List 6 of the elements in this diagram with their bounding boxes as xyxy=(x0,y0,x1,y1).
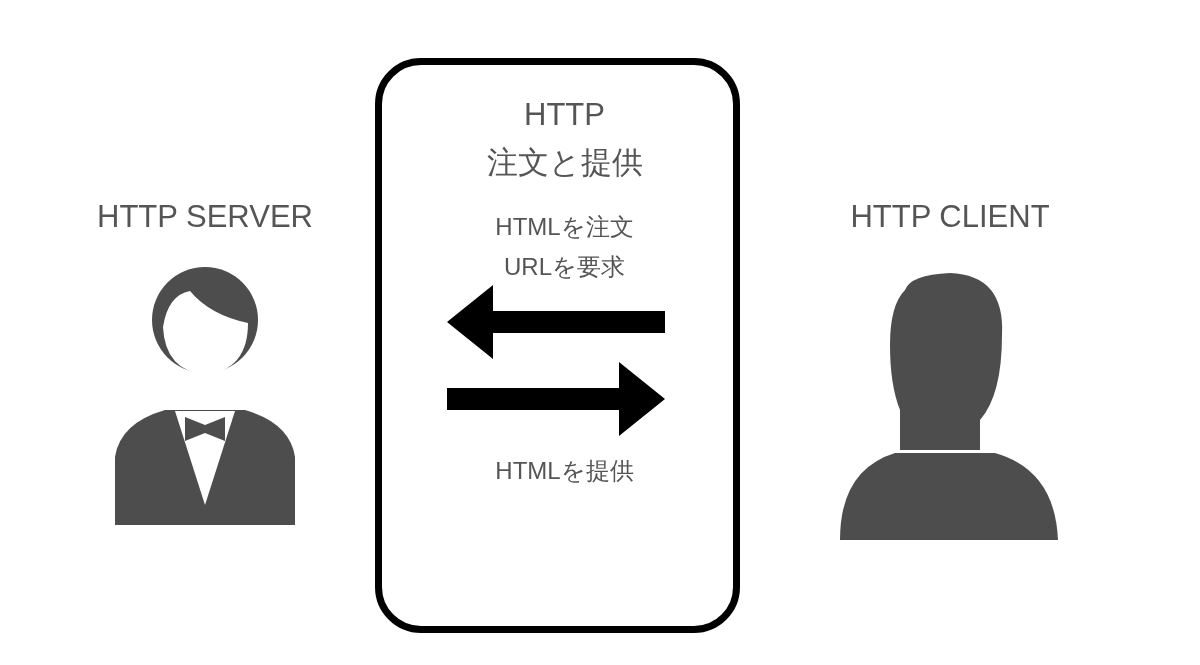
arrow-label: HTMLを提供 xyxy=(494,456,635,486)
rounded-box xyxy=(375,58,740,633)
arrow-label: HTMLを注文 URLを要求 xyxy=(494,212,635,282)
heading: HTTP 注文と提供 xyxy=(485,96,644,182)
heading: HTTP CLIENT xyxy=(849,198,1051,236)
heading: HTTP SERVER xyxy=(96,198,314,236)
